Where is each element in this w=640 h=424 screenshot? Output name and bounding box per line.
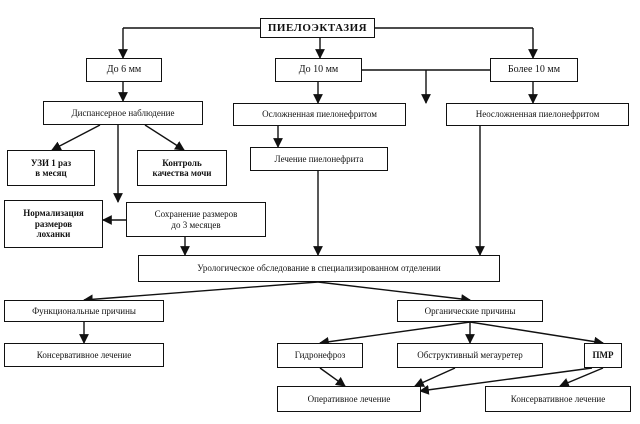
node-organic-causes: Органические причины xyxy=(397,300,543,322)
node-pyelonephritis-treatment: Лечение пиелонефрита xyxy=(250,147,388,171)
node-size-retention-3-months: Сохранение размеров до 3 месяцев xyxy=(126,202,266,237)
edge-uro-functional xyxy=(83,281,319,305)
node-upto-6mm: До 6 мм xyxy=(86,58,162,82)
node-over-10mm: Более 10 мм xyxy=(490,58,578,82)
node-vur: ПМР xyxy=(584,343,622,368)
node-urological-examination: Урологическое обследование в специализир… xyxy=(138,255,500,282)
edge-organic-pmr xyxy=(469,321,604,347)
node-urine-quality-control: Контроль качества мочи xyxy=(137,150,227,186)
node-complicated-pyelonephritis: Осложненная пиелонефритом xyxy=(233,103,406,126)
edge-organic-hydro xyxy=(319,321,471,347)
edge-mega-surgical xyxy=(414,367,456,387)
node-conservative-treatment-left: Консервативное лечение xyxy=(4,343,164,367)
edge-dispensary-us xyxy=(51,124,101,151)
edge-hydro-surgical xyxy=(319,367,346,387)
node-pelvis-size-normalization: Нормализация размеров лоханки xyxy=(4,200,103,248)
node-functional-causes: Функциональные причины xyxy=(4,300,164,322)
node-conservative-treatment-right: Консервативное лечение xyxy=(485,386,631,412)
edge-uro-organic xyxy=(317,281,471,304)
node-uncomplicated-pyelonephritis: Неосложненная пиелонефритом xyxy=(446,103,629,126)
node-upto-10mm: До 10 мм xyxy=(275,58,362,82)
node-pyeloectasia: ПИЕЛОЭКТАЗИЯ xyxy=(260,18,375,38)
node-obstructive-megaureter: Обструктивный мегауретер xyxy=(397,343,543,368)
edge-pmr-conservative xyxy=(559,367,604,388)
node-hydronephrosis: Гидронефроз xyxy=(277,343,363,368)
node-us-monthly: УЗИ 1 раз в месяц xyxy=(7,150,95,186)
node-surgical-treatment: Оперативное лечение xyxy=(277,386,421,412)
edge-dispensary-urine xyxy=(144,124,185,151)
edge-pmr-surgical xyxy=(419,367,593,395)
node-dispensary-observation: Диспансерное наблюдение xyxy=(43,101,203,125)
